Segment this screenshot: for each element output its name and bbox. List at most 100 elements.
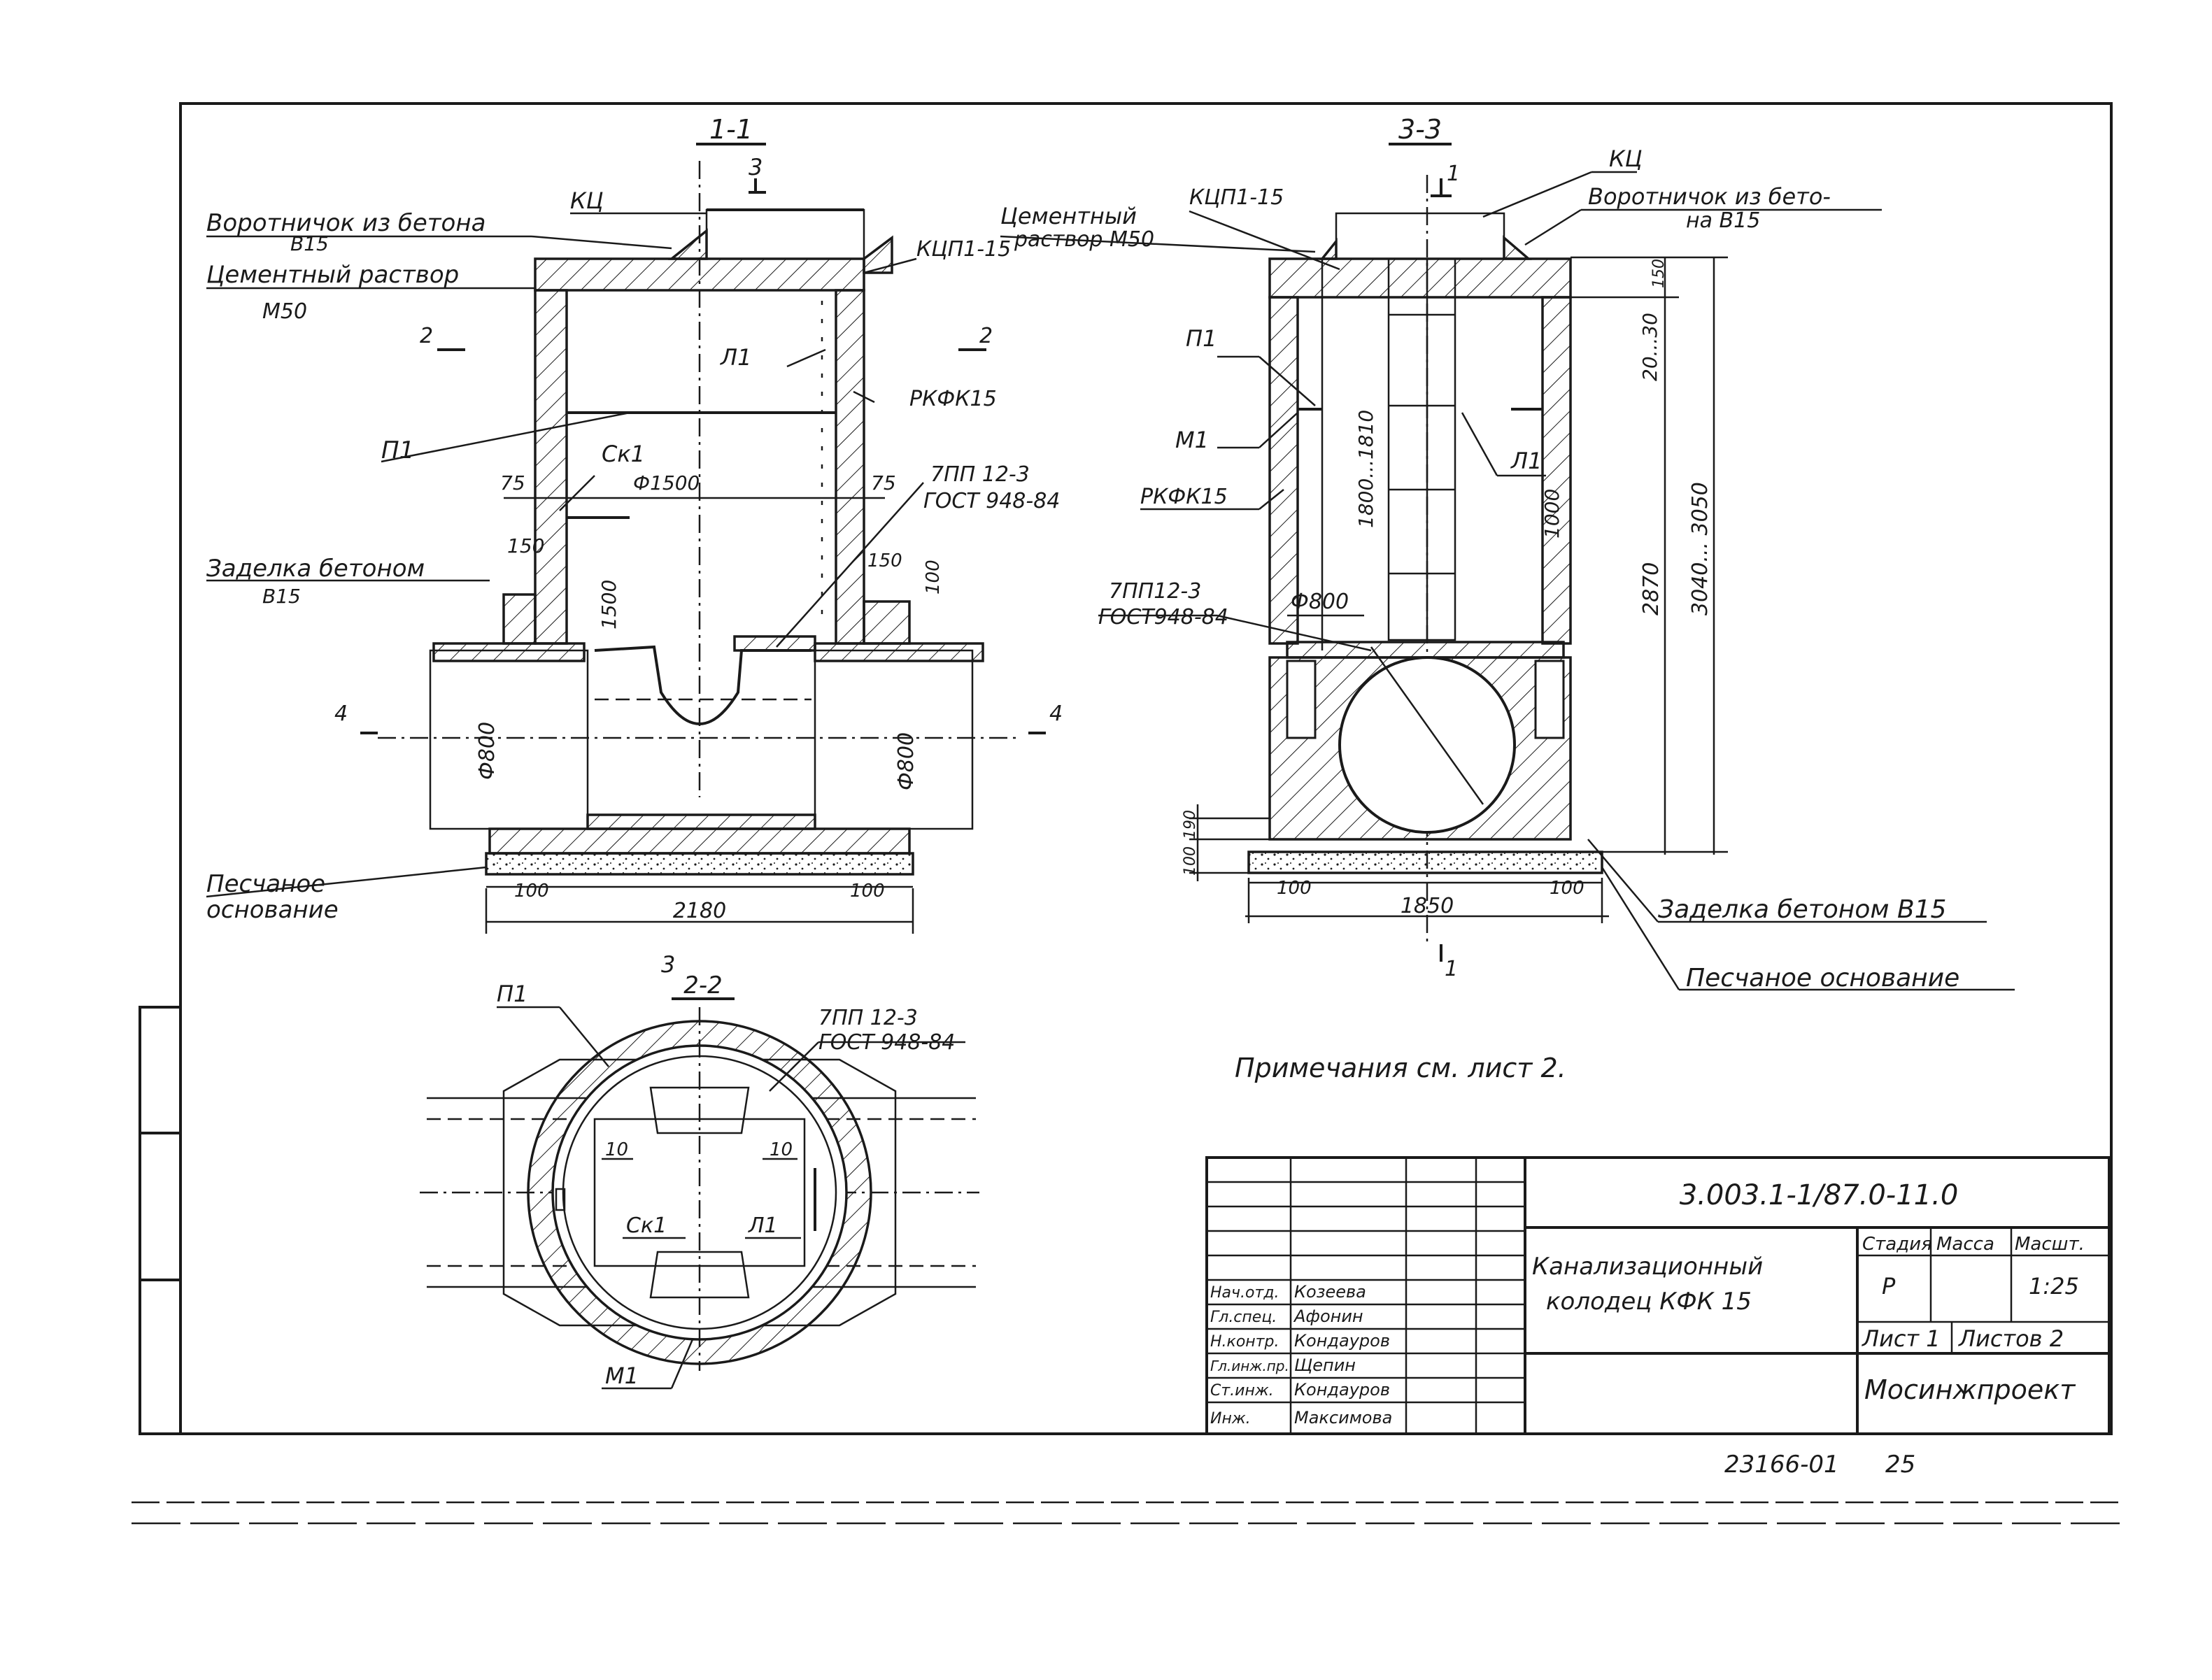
signer-name: Афонин: [1293, 1307, 1363, 1326]
dim-150: 150: [1650, 259, 1668, 288]
signer-role: Нач.отд.: [1210, 1284, 1279, 1302]
dim-pipe-left: Ф800: [475, 722, 499, 780]
label-gost-3: ГОСТ948-84: [1098, 605, 1228, 629]
label-kcp: КЦП1-15: [916, 237, 1011, 262]
col-mass: Масса: [1936, 1234, 1994, 1255]
signer-role: Гл.спец.: [1210, 1309, 1277, 1326]
dim-75-left: 75: [500, 471, 525, 494]
label-m1-3: М1: [1175, 427, 1209, 453]
dim-190: 190: [1182, 810, 1199, 839]
label-slab: 7ПП 12-3: [930, 462, 1030, 487]
title-block: 3.003.1-1/87.0-11.0 Канализационный коло…: [1205, 1156, 2111, 1435]
label-pipe-3: Ф800: [1291, 590, 1349, 614]
label-kc: КЦ: [570, 187, 604, 214]
dim-20-30: 20...30: [1638, 313, 1661, 381]
section-2-2-title: 2-2: [683, 971, 723, 999]
section-3-3-title: 3-3: [1398, 114, 1442, 145]
dim-base-right-3: 100: [1550, 878, 1584, 899]
doc-name-1: Канализационный: [1532, 1253, 1763, 1281]
dim-150-left: 150: [507, 534, 544, 557]
label-ck1-2: Ск1: [626, 1213, 667, 1238]
archive-number: 23166-01: [1724, 1451, 1839, 1479]
label-p1: П1: [381, 436, 414, 464]
signer-role: Инж.: [1210, 1410, 1251, 1428]
label-collar: Воротничок из бетона: [206, 209, 485, 237]
label-collar-3b: на В15: [1686, 208, 1760, 233]
label-m1-2: М1: [605, 1362, 639, 1389]
doc-code: 3.003.1-1/87.0-11.0: [1680, 1179, 1959, 1211]
label-ck1: Ск1: [602, 441, 645, 467]
sheet-frame: [132, 102, 2120, 1525]
organization: Мосинжпроект: [1864, 1374, 2076, 1405]
signer-name: Максимова: [1294, 1408, 1392, 1428]
cut-3-bottom: 3: [661, 951, 675, 978]
label-rkfk-3: РКФК15: [1140, 485, 1228, 509]
label-l1-3: Л1: [1510, 448, 1542, 474]
dim-base-right: 100: [850, 881, 885, 902]
label-kcp-3: КЦП1-15: [1189, 185, 1284, 210]
dim-75-right: 75: [871, 471, 896, 494]
signer-role: Ст.инж.: [1210, 1382, 1274, 1400]
label-mortar: Цементный раствор: [206, 261, 459, 289]
label-sand-2: основание: [206, 896, 339, 924]
dim-total-1850: 1850: [1401, 894, 1454, 918]
label-seal-3: Заделка бетоном В15: [1658, 895, 1946, 924]
dim-1000: 1000: [1540, 489, 1564, 539]
dim-total-2180: 2180: [673, 899, 726, 923]
dim-base-left-3: 100: [1277, 878, 1312, 899]
col-stage: Стадия: [1862, 1234, 1932, 1255]
cut-2-left: 2: [420, 324, 433, 348]
page-number: 25: [1885, 1451, 1915, 1479]
signer-name: Козеева: [1294, 1282, 1366, 1302]
dim-10-left: 10: [605, 1139, 628, 1160]
label-sand-3: Песчаное основание: [1686, 964, 1959, 992]
note-text: Примечания см. лист 2.: [1235, 1053, 1566, 1083]
signer-role: Гл.инж.пр.: [1210, 1358, 1289, 1374]
section-3-3: 3-3: [1000, 114, 2015, 992]
doc-name-2: колодец КФК 15: [1546, 1288, 1752, 1316]
signer-role: Н.контр.: [1210, 1333, 1279, 1351]
dim-1500: 1500: [597, 580, 621, 629]
section-1-1-title: 1-1: [709, 114, 753, 145]
dim-base-left: 100: [514, 881, 549, 902]
dim-2870: 2870: [1639, 562, 1664, 615]
dim-100: 100: [1182, 846, 1199, 876]
label-gost: ГОСТ 948-84: [923, 489, 1060, 513]
sheet-count: Листов 2: [1958, 1325, 2064, 1352]
label-seal: Заделка бетоном: [206, 555, 425, 583]
label-slab-2: 7ПП 12-3: [818, 1006, 918, 1030]
label-sand: Песчаное: [206, 870, 325, 898]
label-l1-2: Л1: [748, 1213, 778, 1238]
label-l1: Л1: [720, 344, 751, 371]
dim-pipe-right: Ф800: [894, 732, 919, 790]
label-collar-grade: В15: [290, 232, 329, 255]
col-scale: Масшт.: [2015, 1234, 2085, 1255]
label-slab-3: 7ПП12-3: [1109, 579, 1201, 604]
label-collar-3: Воротничок из бето-: [1588, 183, 1831, 210]
label-p1-2: П1: [497, 981, 527, 1007]
label-kc-3: КЦ: [1609, 145, 1643, 172]
label-mortar-3: Цементный: [1000, 203, 1137, 229]
scale-value: 1:25: [2029, 1273, 2079, 1300]
dim-1800-1810: 1800...1810: [1354, 410, 1377, 528]
label-rkfk: РКФК15: [909, 387, 997, 411]
dim-150-right: 150: [867, 550, 902, 571]
cut-4-right: 4: [1049, 702, 1063, 726]
section-2-2: 2-2 П1 7ПП 12-3 ГОСТ 948-: [420, 971, 979, 1390]
dim-3040-3050: 3040... 3050: [1688, 482, 1713, 615]
cut-1-top: 1: [1447, 162, 1460, 186]
cut-1-bottom: 1: [1445, 957, 1458, 981]
label-mortar-grade: М50: [262, 299, 307, 324]
sheet-number: Лист 1: [1862, 1325, 1941, 1352]
signer-name: Кондауров: [1294, 1331, 1390, 1351]
section-1-1: 1-1: [206, 114, 1063, 978]
signer-name: Кондауров: [1294, 1380, 1390, 1400]
cut-2-right: 2: [979, 324, 993, 348]
dim-100-v: 100: [923, 560, 944, 595]
signer-name: Щепин: [1294, 1355, 1356, 1375]
label-gost-2: ГОСТ 948-84: [818, 1030, 955, 1055]
label-seal-grade: В15: [262, 585, 301, 608]
dim-10-right: 10: [770, 1139, 793, 1160]
cut-4-left: 4: [334, 702, 348, 726]
